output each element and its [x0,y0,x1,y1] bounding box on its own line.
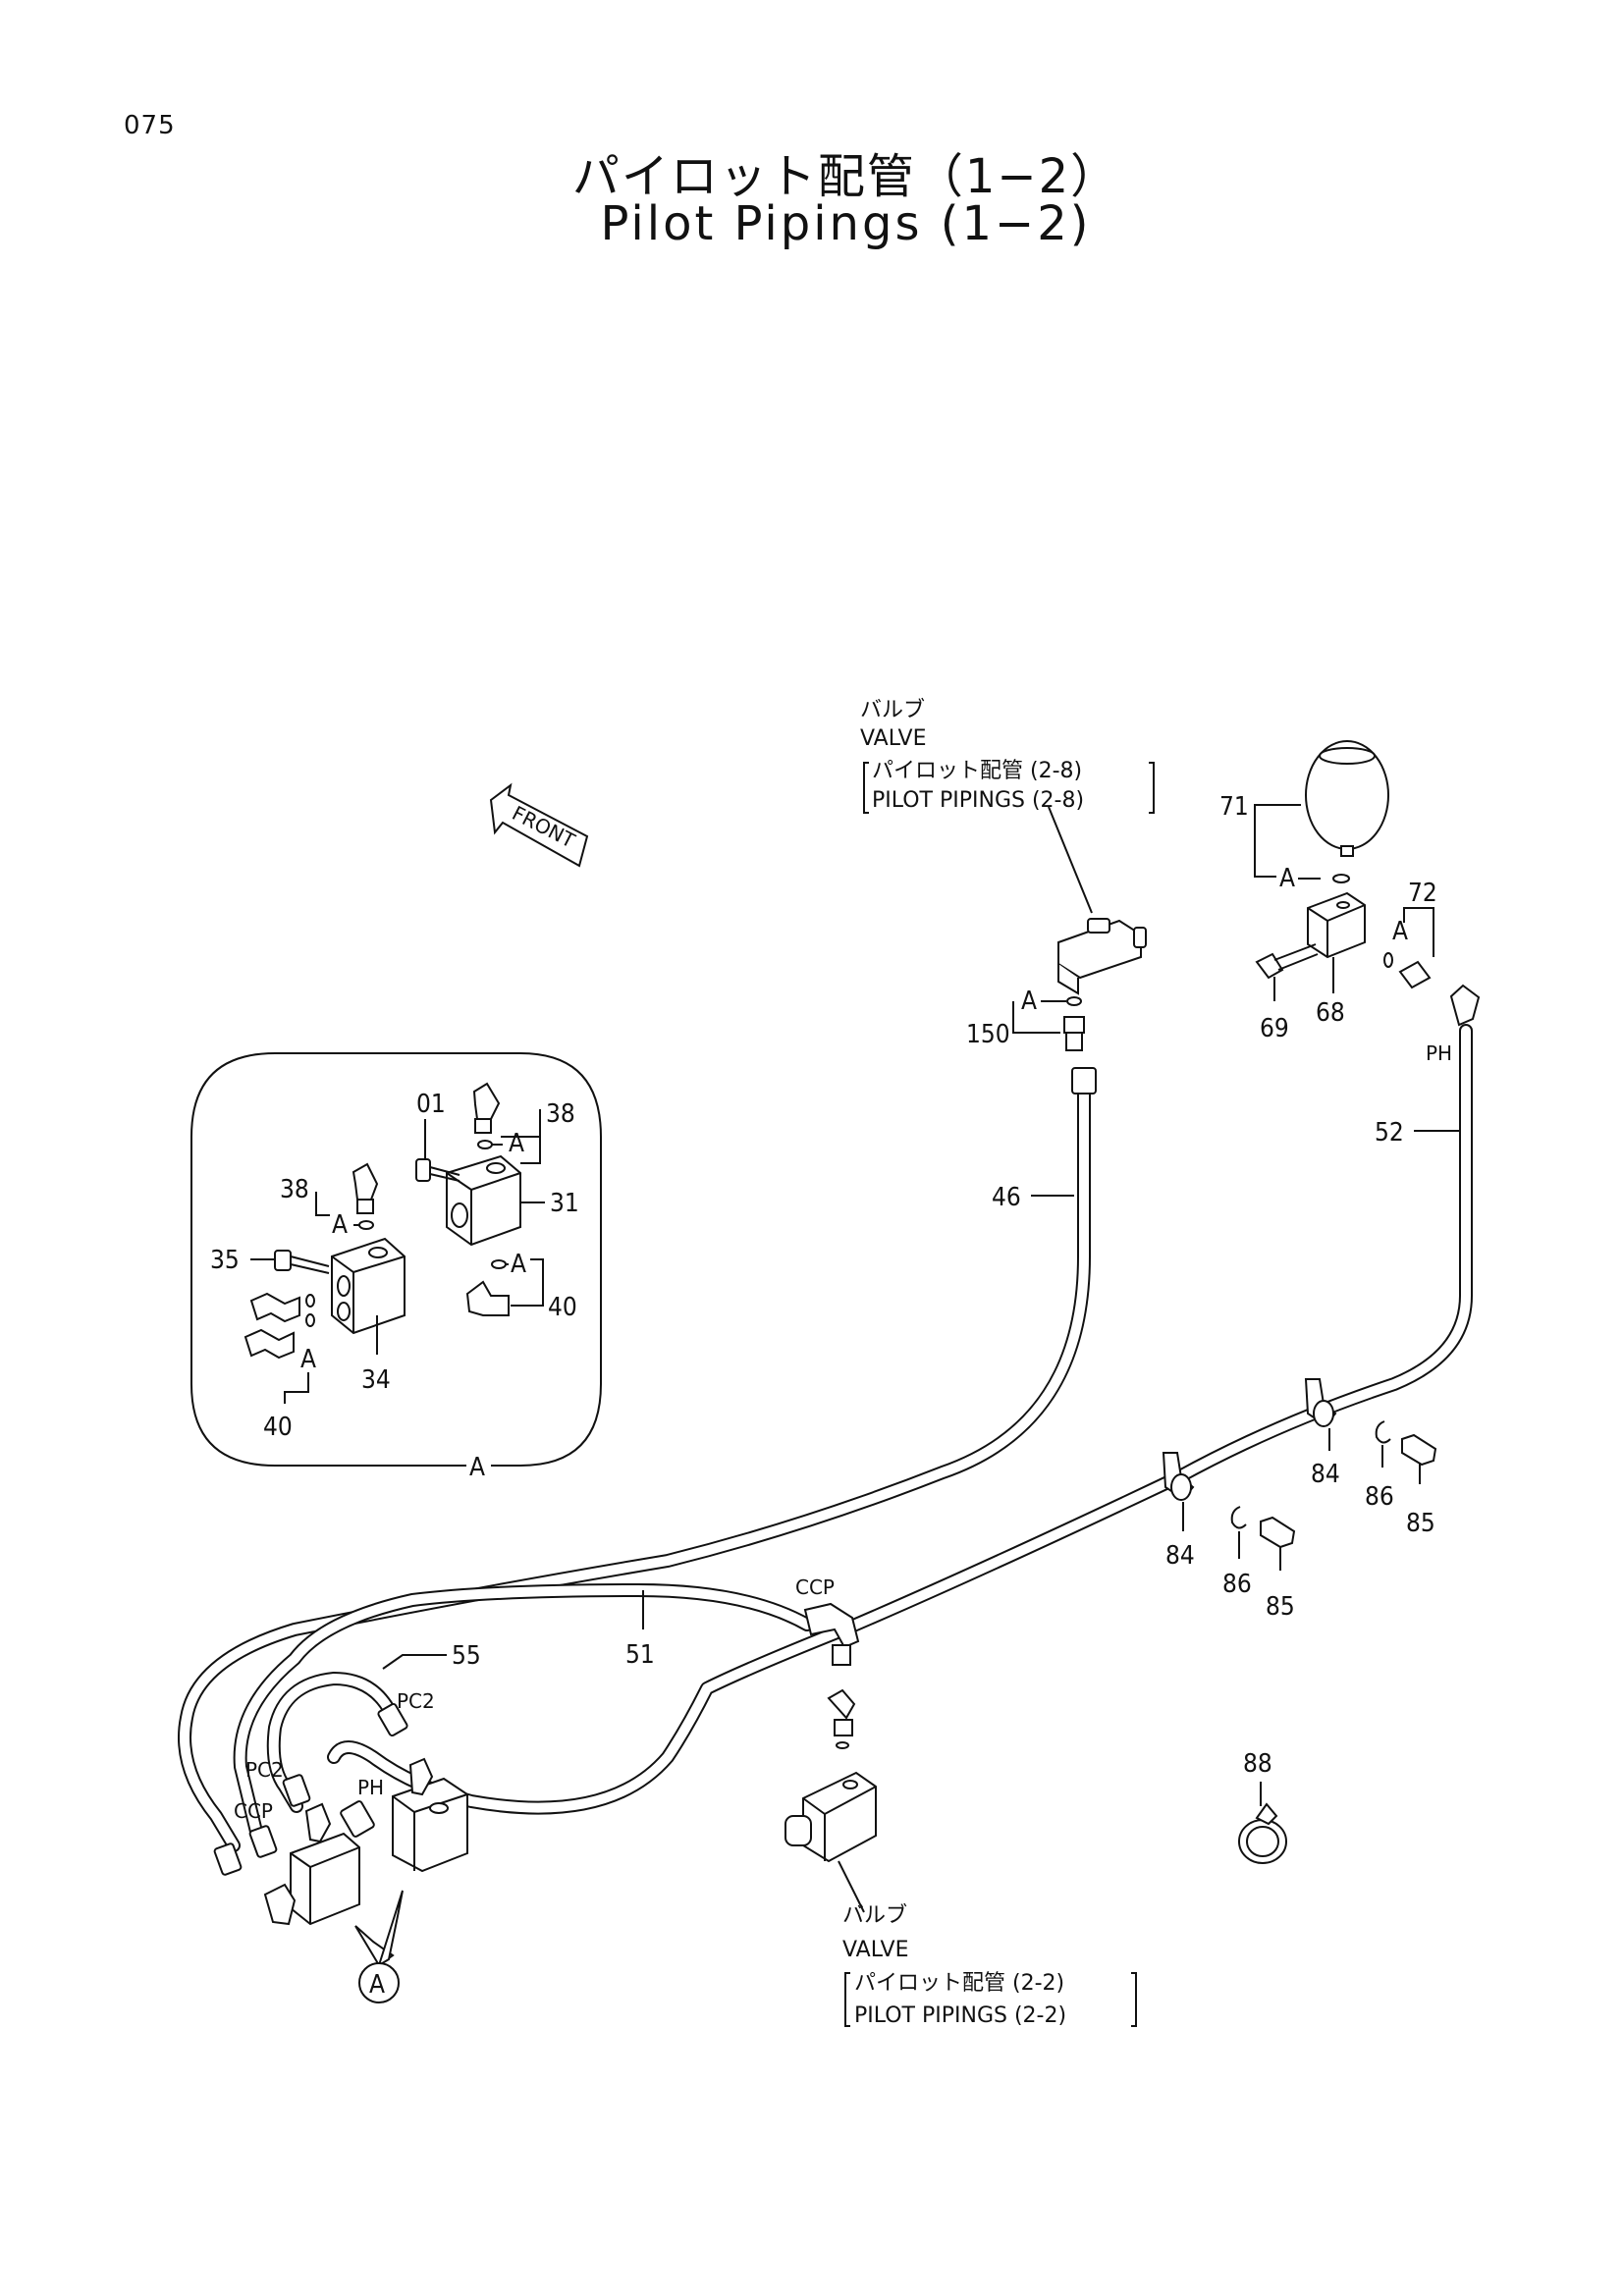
fitting-ph-left [340,1800,375,1838]
valve-top-en: VALVE [860,726,926,751]
hose-55 [266,1672,398,1813]
clamp-84-left [1162,1452,1195,1501]
label-40-bottom: 40 [263,1413,293,1442]
port-ph-left: PH [357,1776,384,1799]
label-85-right: 85 [1406,1509,1435,1538]
elbow-40-right [465,1280,510,1316]
elbow-38-top [472,1082,501,1134]
label-46: 46 [992,1183,1021,1212]
valve-bottom-en: VALVE [842,1938,908,1962]
label-84-right: 84 [1311,1460,1340,1489]
valve-bottom [784,1771,877,1863]
fitting-ccp-left [213,1825,278,1876]
label-40-right: 40 [548,1293,577,1322]
valve-top [1057,918,1147,995]
block-34 [331,1237,406,1335]
label-86-right: 86 [1365,1482,1394,1512]
label-52: 52 [1375,1118,1404,1148]
elbow-38-left [352,1162,379,1214]
port-ph-top: PH [1426,1041,1452,1065]
label-a-72: A [1392,917,1408,946]
block-68 [1307,891,1366,959]
washer-86-left [1230,1506,1247,1529]
label-55: 55 [452,1641,481,1671]
label-a2: A [332,1210,348,1240]
label-35: 35 [210,1246,240,1275]
elbow-40-lower [243,1328,295,1360]
detail-a-box: A 01 A 38 31 [190,1052,602,1482]
valve-bottom-ja: バルブ [842,1903,907,1928]
fitting-150 [1063,996,1097,1095]
label-88: 88 [1243,1749,1272,1779]
bolt-35 [274,1250,330,1274]
bolt-01 [415,1158,460,1182]
accumulator-71 [1305,740,1389,857]
page-number: 075 [124,111,176,140]
front-arrow: FRONT [489,782,589,868]
valve-top-ja: バルブ [860,698,925,722]
port-ccp-mid: CCP [795,1575,835,1599]
hose-51 [233,1583,814,1842]
bolt-85-right [1401,1433,1437,1467]
hose-46 [178,1083,1091,1852]
label-38-left: 38 [280,1175,309,1204]
label-a1: A [509,1129,524,1158]
label-150: 150 [966,1020,1010,1049]
valve-block-a-left [263,1802,360,1926]
fitting-ccp-mid [803,1602,860,1666]
clamp-84-right [1304,1378,1337,1427]
label-68: 68 [1316,998,1345,1028]
label-34: 34 [361,1365,391,1395]
label-circle-a: A [369,1970,385,2000]
label-51: 51 [625,1640,655,1670]
bolt-69 [1255,943,1319,980]
valve-top-ref-en: PILOT PIPINGS (2-8) [872,788,1084,813]
detail-a-caption: A [469,1453,485,1482]
label-86-left: 86 [1222,1570,1252,1599]
label-a-71: A [1279,864,1295,893]
washer-86-right [1375,1420,1391,1444]
valve-bottom-ref-en: PILOT PIPINGS (2-2) [854,2003,1066,2028]
fitting-pc2-mid [377,1702,408,1737]
hose-52 [327,1024,1473,1815]
elbow-40-upper [249,1292,300,1323]
page-title-japanese: パイロット配管（1−2） [571,149,1120,204]
fitting-pc2-left [282,1774,311,1807]
page-title-english: Pilot Pipings (1−2) [600,196,1092,251]
label-72: 72 [1408,879,1437,908]
fitting-72 [1398,960,1481,1027]
label-69: 69 [1260,1014,1289,1043]
band-88 [1238,1802,1287,1864]
valve-bottom-ref-ja: パイロット配管 (2-2) [854,1971,1064,1996]
bolt-85-left [1260,1516,1296,1549]
label-31: 31 [550,1189,579,1218]
valve-block-a-right [392,1757,468,1873]
label-01: 01 [416,1090,446,1119]
fitting-lower-valve [827,1688,856,1749]
label-a-150: A [1021,987,1037,1016]
label-a4: A [511,1250,526,1279]
valve-top-ref-ja: パイロット配管 (2-8) [872,759,1082,783]
block-31 [446,1154,521,1247]
label-84-left: 84 [1165,1541,1195,1571]
label-38-top: 38 [546,1099,575,1129]
port-pc2-left: PC2 [245,1758,284,1782]
label-85-left: 85 [1266,1592,1295,1622]
port-pc2-mid: PC2 [397,1689,435,1713]
port-ccp-left: CCP [234,1799,273,1823]
label-a3: A [300,1345,316,1374]
label-71: 71 [1219,792,1249,822]
